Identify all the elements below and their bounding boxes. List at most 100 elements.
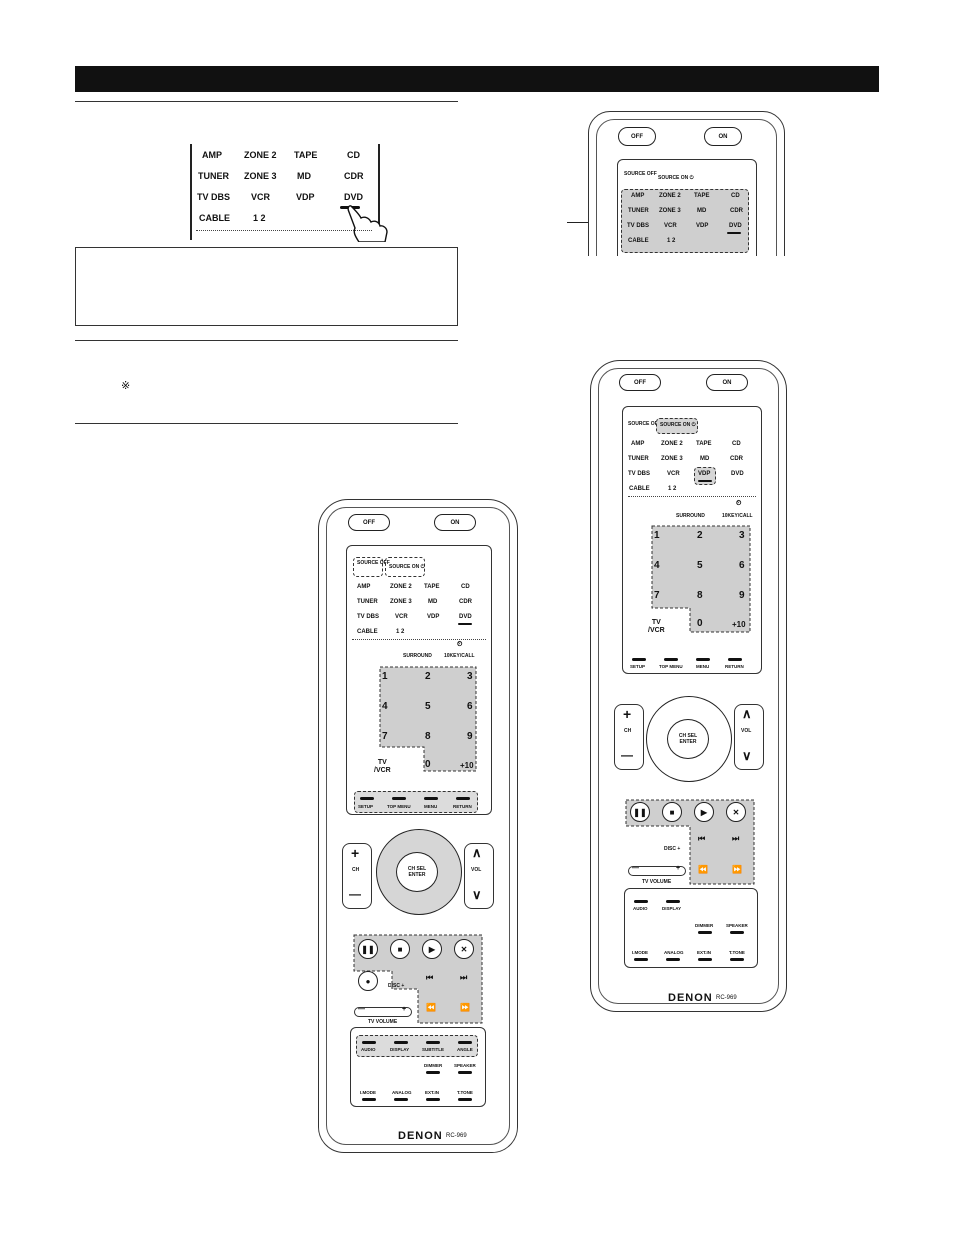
dimmer-button[interactable]: DIMMER	[695, 923, 714, 928]
tv-vcr-button[interactable]: TV /VCR	[374, 759, 391, 774]
key-1[interactable]: 1	[654, 530, 660, 541]
crop-12[interactable]: 1 2	[667, 238, 676, 244]
vol-rocker[interactable]	[464, 843, 494, 909]
source-on-tab[interactable]: SOURCE ON ⏻	[389, 564, 425, 570]
src-vcr[interactable]: VCR	[395, 614, 408, 620]
tenkey-button[interactable]: 10KEY/CALL	[722, 513, 753, 519]
off-button[interactable]: OFF	[618, 127, 656, 146]
imode-button[interactable]: I.MODE	[360, 1090, 377, 1095]
src-md[interactable]: MD	[428, 599, 438, 605]
audio-button[interactable]: AUDIO	[361, 1047, 376, 1052]
crop-cd[interactable]: CD	[731, 193, 740, 199]
src-tuner[interactable]: TUNER	[628, 456, 649, 462]
display-button[interactable]: DISPLAY	[390, 1047, 410, 1052]
crop-zone2[interactable]: ZONE 2	[659, 193, 681, 199]
dimmer-button[interactable]: DIMMER	[424, 1063, 443, 1068]
enter-button[interactable]: CH SEL ENTER	[396, 852, 438, 892]
src-cdr[interactable]: CDR	[730, 456, 743, 462]
setup-button[interactable]: SETUP	[358, 804, 374, 809]
skip-forward-icon[interactable]: ⏭	[732, 834, 740, 843]
src-12[interactable]: 1 2	[396, 629, 405, 635]
mute-icon[interactable]: ✕	[454, 939, 474, 959]
src-amp[interactable]: AMP	[357, 584, 371, 590]
source-on-tab[interactable]: SOURCE ON ⏻	[660, 422, 696, 428]
src-tvdbs[interactable]: TV DBS	[628, 471, 651, 477]
speaker-button[interactable]: SPEAKER	[454, 1063, 476, 1068]
key-9[interactable]: 9	[467, 731, 473, 742]
crop-tape[interactable]: TAPE	[694, 193, 710, 199]
top-menu-button[interactable]: TOP MENU	[387, 804, 411, 809]
src-zone3[interactable]: ZONE 3	[390, 599, 412, 605]
top-menu-button[interactable]: TOP MENU	[659, 664, 683, 669]
key-plus10[interactable]: +10	[460, 761, 474, 770]
src-cd[interactable]: CD	[732, 441, 741, 447]
crop-md[interactable]: MD	[697, 208, 707, 214]
tv-vcr-button[interactable]: TV /VCR	[648, 619, 665, 634]
src-md[interactable]: MD	[700, 456, 710, 462]
source-off-tab[interactable]: SOURCE OFF	[628, 421, 661, 427]
rewind-icon[interactable]: ⏪	[426, 1003, 436, 1012]
rewind-icon[interactable]: ⏪	[698, 865, 708, 874]
crop-tvdbs[interactable]: TV DBS	[627, 223, 650, 229]
key-3[interactable]: 3	[739, 530, 745, 541]
src-cable[interactable]: CABLE	[357, 629, 378, 635]
tv-volume-rocker[interactable]	[628, 866, 686, 876]
src-dvd[interactable]: DVD	[459, 614, 472, 620]
display-button[interactable]: DISPLAY	[662, 906, 682, 911]
key-plus10[interactable]: +10	[732, 620, 746, 629]
key-5[interactable]: 5	[425, 701, 431, 712]
key-4[interactable]: 4	[382, 701, 388, 712]
crop-amp[interactable]: AMP	[631, 193, 645, 199]
key-0[interactable]: 0	[697, 618, 703, 629]
subtitle-button[interactable]: SUBTITLE	[422, 1047, 444, 1052]
crop-vdp[interactable]: VDP	[696, 223, 709, 229]
surround-button[interactable]: SURROUND	[676, 513, 705, 519]
key-8[interactable]: 8	[697, 590, 703, 601]
stop-icon[interactable]: ■	[662, 802, 682, 822]
key-2[interactable]: 2	[697, 530, 703, 541]
return-button[interactable]: RETURN	[725, 664, 744, 669]
key-7[interactable]: 7	[654, 590, 660, 601]
src-tuner[interactable]: TUNER	[357, 599, 378, 605]
crop-vcr[interactable]: VCR	[664, 223, 677, 229]
src-vdp[interactable]: VDP	[698, 471, 711, 477]
menu-button[interactable]: MENU	[696, 664, 710, 669]
pause-icon[interactable]: ❚❚	[630, 802, 650, 822]
audio-button[interactable]: AUDIO	[633, 906, 648, 911]
off-button[interactable]: OFF	[619, 374, 661, 391]
t-tone-button[interactable]: T.TONE	[457, 1090, 473, 1095]
surround-button[interactable]: SURROUND	[403, 653, 432, 659]
key-8[interactable]: 8	[425, 731, 431, 742]
imode-button[interactable]: I.MODE	[632, 950, 649, 955]
angle-button[interactable]: ANGLE	[457, 1047, 473, 1052]
menu-button[interactable]: MENU	[424, 804, 438, 809]
crop-zone3[interactable]: ZONE 3	[659, 208, 681, 214]
skip-back-icon[interactable]: ⏮	[698, 834, 706, 843]
tv-volume-rocker[interactable]	[354, 1007, 412, 1017]
src-vdp[interactable]: VDP	[427, 614, 440, 620]
src-zone2[interactable]: ZONE 2	[661, 441, 683, 447]
src-tvdbs[interactable]: TV DBS	[357, 614, 380, 620]
key-6[interactable]: 6	[739, 560, 745, 571]
enter-button[interactable]: CH SEL ENTER	[667, 719, 709, 759]
key-5[interactable]: 5	[697, 560, 703, 571]
ch-rocker[interactable]	[614, 704, 644, 770]
analog-button[interactable]: ANALOG	[664, 950, 684, 955]
skip-back-icon[interactable]: ⏮	[426, 973, 434, 982]
record-icon[interactable]: ●	[358, 971, 378, 991]
src-tape[interactable]: TAPE	[424, 584, 440, 590]
t-tone-button[interactable]: T.TONE	[729, 950, 745, 955]
on-button[interactable]: ON	[704, 127, 742, 146]
src-cable[interactable]: CABLE	[629, 486, 650, 492]
on-button[interactable]: ON	[434, 514, 476, 531]
src-cdr[interactable]: CDR	[459, 599, 472, 605]
skip-forward-icon[interactable]: ⏭	[460, 973, 468, 982]
ch-rocker[interactable]	[342, 843, 372, 909]
src-vcr[interactable]: VCR	[667, 471, 680, 477]
key-4[interactable]: 4	[654, 560, 660, 571]
src-cd[interactable]: CD	[461, 584, 470, 590]
key-0[interactable]: 0	[425, 759, 431, 770]
mute-icon[interactable]: ✕	[726, 802, 746, 822]
src-tape[interactable]: TAPE	[696, 441, 712, 447]
return-button[interactable]: RETURN	[453, 804, 472, 809]
